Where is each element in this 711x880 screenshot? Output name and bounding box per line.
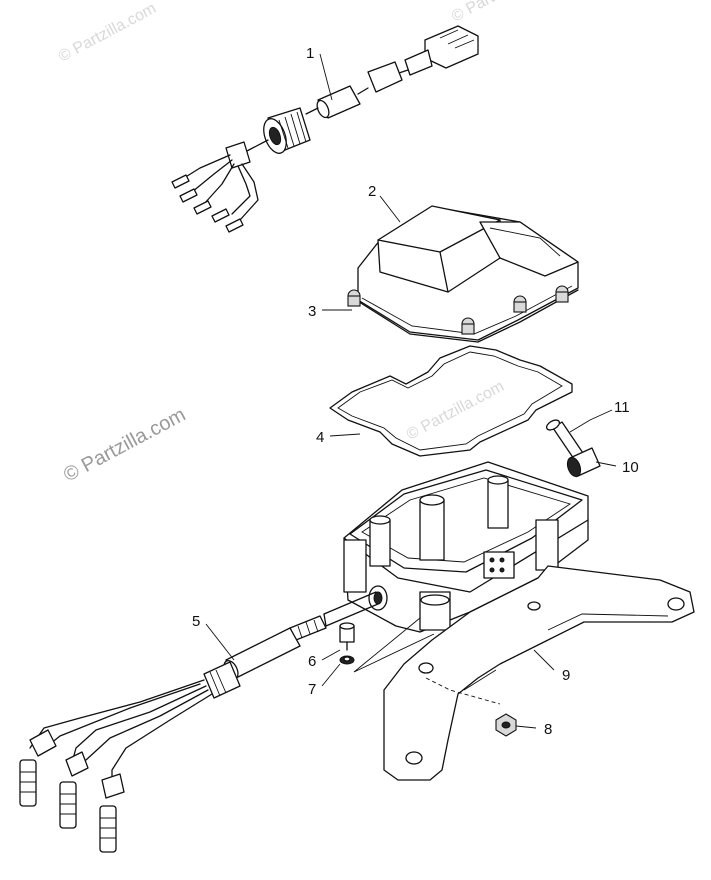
callout-9: 9 <box>562 667 570 684</box>
probe-assembly <box>19 615 327 853</box>
cover <box>347 205 579 343</box>
faint-watermark-middle: © Partzilla.com <box>404 378 507 444</box>
callout-2: 2 <box>368 183 376 200</box>
callout-1: 1 <box>306 45 314 62</box>
bracket-plate <box>383 565 695 781</box>
screw-and-washer <box>339 622 355 665</box>
faint-watermark-top: © Partzilla.com <box>56 0 159 66</box>
gasket <box>329 345 573 457</box>
nut <box>425 677 517 737</box>
callout-11: 11 <box>614 399 630 416</box>
callout-7: 7 <box>308 681 316 698</box>
callout-6: 6 <box>308 653 316 670</box>
watermark: © Partzilla.com <box>60 404 189 487</box>
wiring-harness <box>171 25 479 233</box>
faint-watermark-top-right: © Partzilla.com <box>449 0 552 26</box>
callout-10: 10 <box>622 459 639 476</box>
callout-5: 5 <box>192 613 200 630</box>
pin-assembly <box>545 419 601 478</box>
callout-8: 8 <box>544 721 552 738</box>
callout-4: 4 <box>316 429 324 446</box>
callout-3: 3 <box>308 303 316 320</box>
leader-lines <box>205 53 617 729</box>
base-housing <box>323 461 589 633</box>
